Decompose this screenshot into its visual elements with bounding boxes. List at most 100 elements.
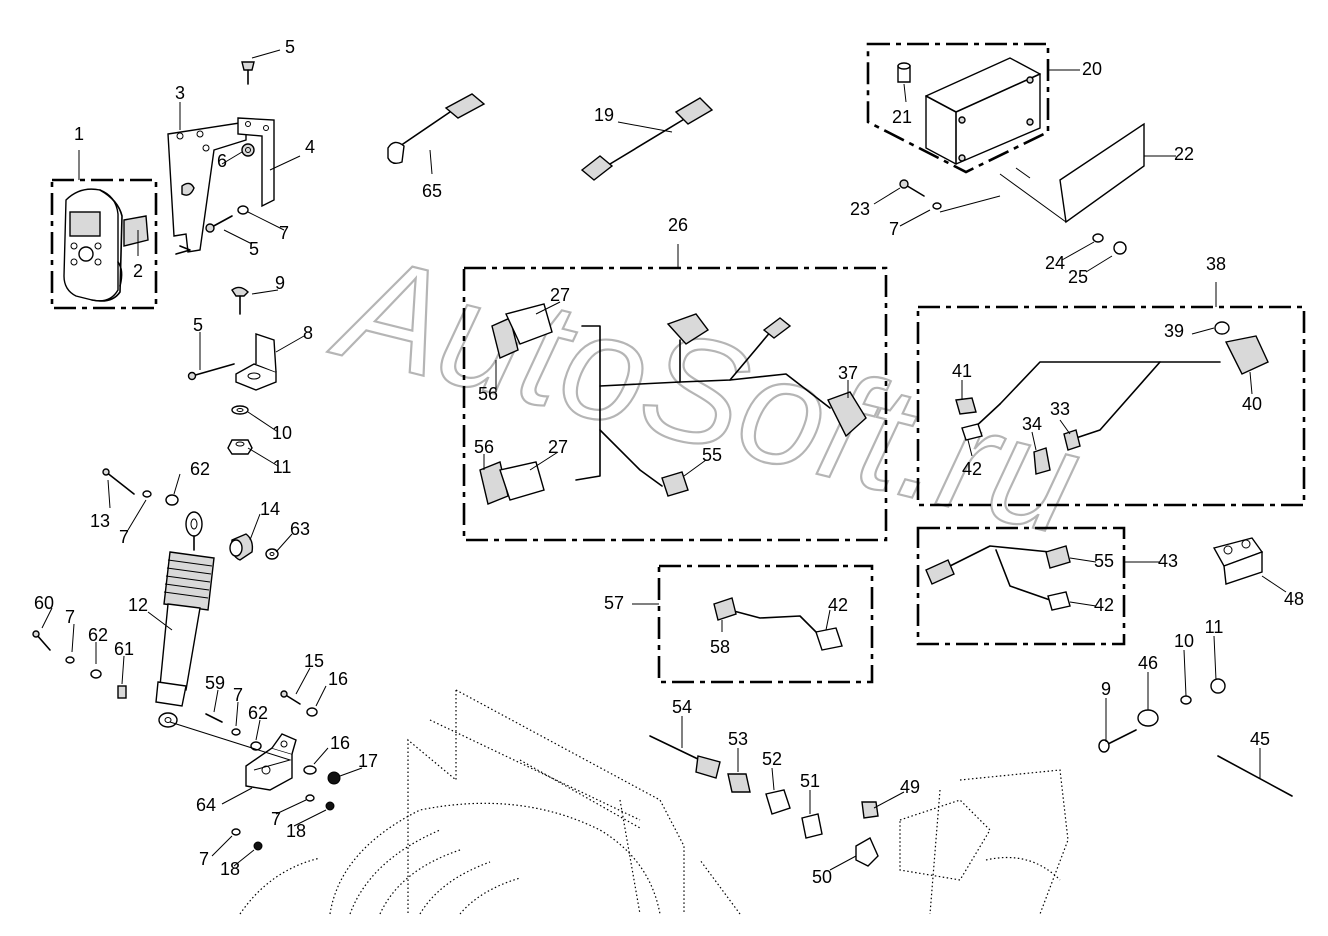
callout-c10a: 10	[272, 423, 292, 443]
callout-c64: 64	[196, 795, 216, 815]
nut-11-right	[1210, 678, 1226, 694]
callout-c7a: 7	[279, 223, 289, 243]
group-box-26	[462, 266, 888, 542]
washer-7-mid	[142, 490, 152, 498]
group-box-57	[657, 564, 874, 684]
callout-c62c: 62	[248, 703, 268, 723]
washer-62-left	[90, 669, 102, 679]
callout-c9a: 9	[275, 273, 285, 293]
watermark-text: AutoSoft.ru	[319, 220, 1096, 566]
baler-machine-outline	[239, 689, 1069, 915]
callout-c33: 33	[1050, 399, 1070, 419]
nut-25	[1113, 241, 1127, 255]
callout-c24: 24	[1045, 253, 1065, 273]
callout-c60: 60	[34, 593, 54, 613]
callout-c18a: 18	[286, 821, 306, 841]
mounting-bracket-3	[167, 121, 247, 255]
callout-c11a: 11	[273, 457, 292, 477]
harness-43	[925, 545, 1071, 611]
callout-c9b: 9	[1101, 679, 1111, 699]
callout-c42a: 42	[962, 459, 982, 479]
fitting-53	[727, 773, 751, 793]
harness-38	[955, 321, 1269, 475]
callout-c38: 38	[1206, 254, 1226, 274]
screw-9	[231, 286, 249, 315]
callout-c40: 40	[1242, 394, 1262, 414]
washer-24	[1092, 233, 1104, 243]
callout-c45: 45	[1250, 729, 1270, 749]
callout-c37: 37	[838, 363, 858, 383]
washer-63	[265, 548, 279, 560]
washer-7-left	[65, 656, 75, 664]
callout-c5a: 5	[285, 37, 295, 57]
mounting-bracket-4	[237, 117, 275, 208]
angle-bracket-8	[235, 333, 277, 391]
callout-c6: 6	[217, 151, 227, 171]
callout-c10b: 10	[1174, 631, 1194, 651]
callout-c2: 2	[133, 261, 143, 281]
callout-c7f: 7	[199, 849, 209, 869]
callout-c51: 51	[800, 771, 820, 791]
callout-c27a: 27	[550, 285, 570, 305]
decal-label	[123, 215, 149, 247]
bushing-14	[229, 533, 254, 561]
callout-c61: 61	[114, 639, 134, 659]
group-box-1	[50, 178, 158, 310]
callout-c49: 49	[900, 777, 920, 797]
display-unit	[63, 188, 123, 302]
callout-c15: 15	[304, 651, 324, 671]
bolt-60	[32, 630, 51, 651]
callout-c26: 26	[668, 215, 688, 235]
callout-c12: 12	[128, 595, 148, 615]
gas-spring-12	[155, 511, 215, 728]
callout-c19: 19	[594, 105, 614, 125]
callout-c56a: 56	[478, 384, 498, 404]
callout-c55a: 55	[702, 445, 722, 465]
callout-c23: 23	[850, 199, 870, 219]
fitting-52	[765, 789, 791, 815]
callout-c39: 39	[1164, 321, 1184, 341]
callout-c21: 21	[892, 107, 912, 127]
callout-c14: 14	[260, 499, 280, 519]
cable-tie-45	[1217, 755, 1293, 797]
cap-21	[897, 62, 911, 83]
callout-c4: 4	[305, 137, 315, 157]
washer-16-b	[303, 765, 317, 775]
group-box-20	[866, 42, 1050, 174]
callout-c52: 52	[762, 749, 782, 769]
controller-box-20	[925, 57, 1041, 165]
callout-c16b: 16	[330, 733, 350, 753]
screw-9-right	[1098, 729, 1137, 753]
screw-5-side	[205, 215, 233, 233]
callout-c13: 13	[90, 511, 110, 531]
callout-c43: 43	[1158, 551, 1178, 571]
callout-c42c: 42	[828, 595, 848, 615]
washer-62-top	[165, 494, 179, 506]
callout-c41: 41	[952, 361, 972, 381]
callout-c63: 63	[290, 519, 310, 539]
cable-65	[387, 93, 486, 165]
bolt-15	[280, 690, 301, 705]
harness-57	[713, 597, 843, 651]
mount-plate-64	[245, 733, 297, 791]
callout-c46: 46	[1138, 653, 1158, 673]
fitting-51	[801, 813, 823, 839]
callout-c7g: 7	[889, 219, 899, 239]
elbow-50	[855, 837, 879, 867]
callout-c62b: 62	[88, 625, 108, 645]
callout-c50: 50	[812, 867, 832, 887]
nut-11	[227, 439, 253, 455]
callout-c5c: 5	[193, 315, 203, 335]
nut-18-a	[325, 801, 335, 811]
washer-7-lower-b	[231, 828, 241, 836]
callout-c7c: 7	[65, 607, 75, 627]
washer-7-box	[932, 202, 942, 210]
nut-18-b	[253, 841, 263, 851]
callout-c55b: 55	[1094, 551, 1114, 571]
spacer-61	[117, 685, 127, 699]
screw-5-lower	[187, 363, 235, 381]
callout-c22: 22	[1174, 144, 1194, 164]
bolt-13	[102, 468, 135, 495]
